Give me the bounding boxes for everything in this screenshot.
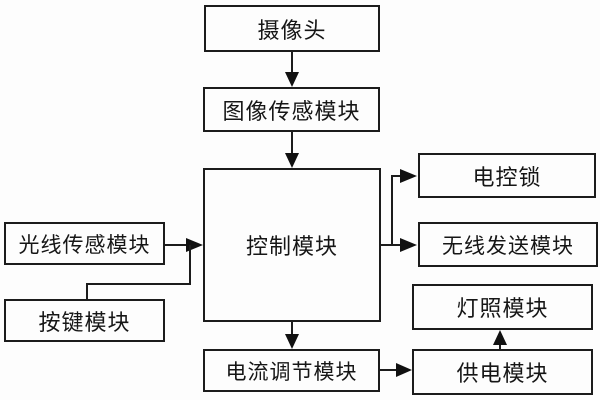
edge-control-to-wireless xyxy=(381,238,417,252)
node-image-sensor: 图像传感模块 xyxy=(203,87,380,132)
node-current: 电流调节模块 xyxy=(203,349,380,392)
node-power-label: 供电模块 xyxy=(456,362,549,387)
node-lighting-label: 灯照模块 xyxy=(456,297,549,322)
node-button-label: 按键模块 xyxy=(38,310,131,336)
node-camera-label: 摄像头 xyxy=(257,18,327,44)
edge-control-to-current xyxy=(285,322,299,349)
node-wireless-label: 无线发送模块 xyxy=(442,233,574,258)
node-light-sensor-label: 光线传感模块 xyxy=(18,232,151,257)
edge-control-to-lock xyxy=(391,169,417,245)
node-lighting: 灯照模块 xyxy=(412,284,593,330)
node-current-label: 电流调节模块 xyxy=(225,359,358,384)
node-light-sensor: 光线传感模块 xyxy=(4,222,165,265)
node-control-label: 控制模块 xyxy=(245,235,338,260)
node-wireless: 无线发送模块 xyxy=(418,222,598,267)
edge-light-sensor-to-control xyxy=(165,238,203,252)
edge-camera-to-image-sensor xyxy=(285,52,299,87)
edge-button-to-control xyxy=(86,245,191,299)
node-lock-label: 电控锁 xyxy=(472,165,542,191)
node-lock: 电控锁 xyxy=(418,153,596,198)
node-power: 供电模块 xyxy=(412,349,593,395)
edge-image-sensor-to-control xyxy=(285,132,299,168)
node-button: 按键模块 xyxy=(4,299,165,342)
edge-current-to-power xyxy=(380,363,412,377)
node-camera: 摄像头 xyxy=(204,5,380,52)
node-image-sensor-label: 图像传感模块 xyxy=(222,99,361,125)
edge-power-to-lighting xyxy=(493,330,507,349)
node-control: 控制模块 xyxy=(203,168,381,322)
